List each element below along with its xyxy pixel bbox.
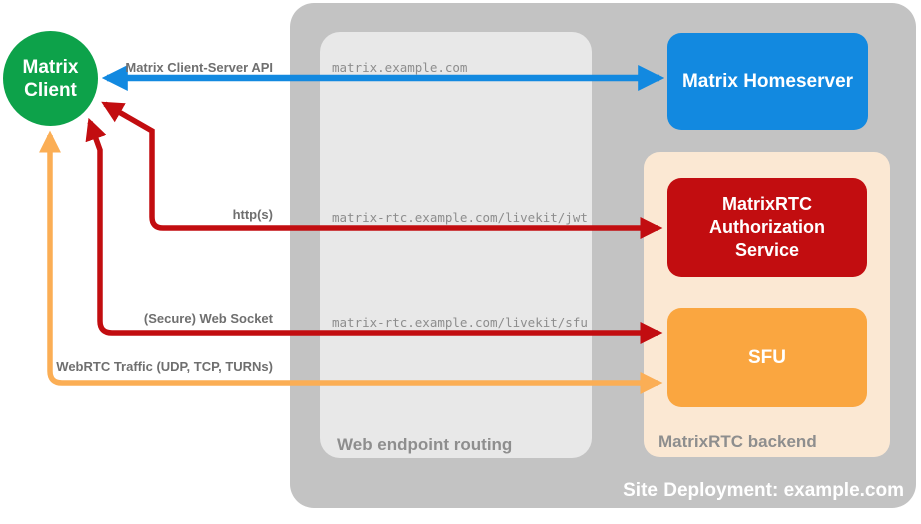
sfu-node: SFU [667,308,867,407]
endpoint-url-livekit-jwt: matrix-rtc.example.com/livekit/jwt [332,210,588,225]
endpoint-url-livekit-sfu: matrix-rtc.example.com/livekit/sfu [332,315,588,330]
endpoint-url-matrix: matrix.example.com [332,60,468,75]
matrix-client-node: Matrix Client [3,31,98,126]
matrix-homeserver-label: Matrix Homeserver [681,70,854,92]
web-endpoint-routing-box: matrix.example.com matrix-rtc.example.co… [320,32,592,458]
site-deployment-label: Site Deployment: example.com [623,480,904,501]
sfu-label: SFU [748,346,786,368]
edge-label-client-server-api: Matrix Client-Server API [125,60,273,75]
matrixrtc-authorization-service-node: MatrixRTC Authorization Service [667,178,867,277]
matrixrtc-backend-label: MatrixRTC backend [658,432,817,451]
matrixrtc-backend-box: MatrixRTC Authorization Service SFU Matr… [644,152,890,457]
edge-label-webrtc: WebRTC Traffic (UDP, TCP, TURNs) [56,359,273,374]
matrix-homeserver-node: Matrix Homeserver [667,33,868,130]
site-deployment-container: matrix.example.com matrix-rtc.example.co… [290,3,916,508]
web-endpoint-routing-label: Web endpoint routing [337,435,513,454]
edge-label-https: http(s) [232,207,273,222]
matrixrtc-authorization-service-label: MatrixRTC Authorization Service [709,194,825,260]
matrix-client-label: Matrix Client [22,56,79,101]
edge-label-websocket: (Secure) Web Socket [143,311,273,326]
